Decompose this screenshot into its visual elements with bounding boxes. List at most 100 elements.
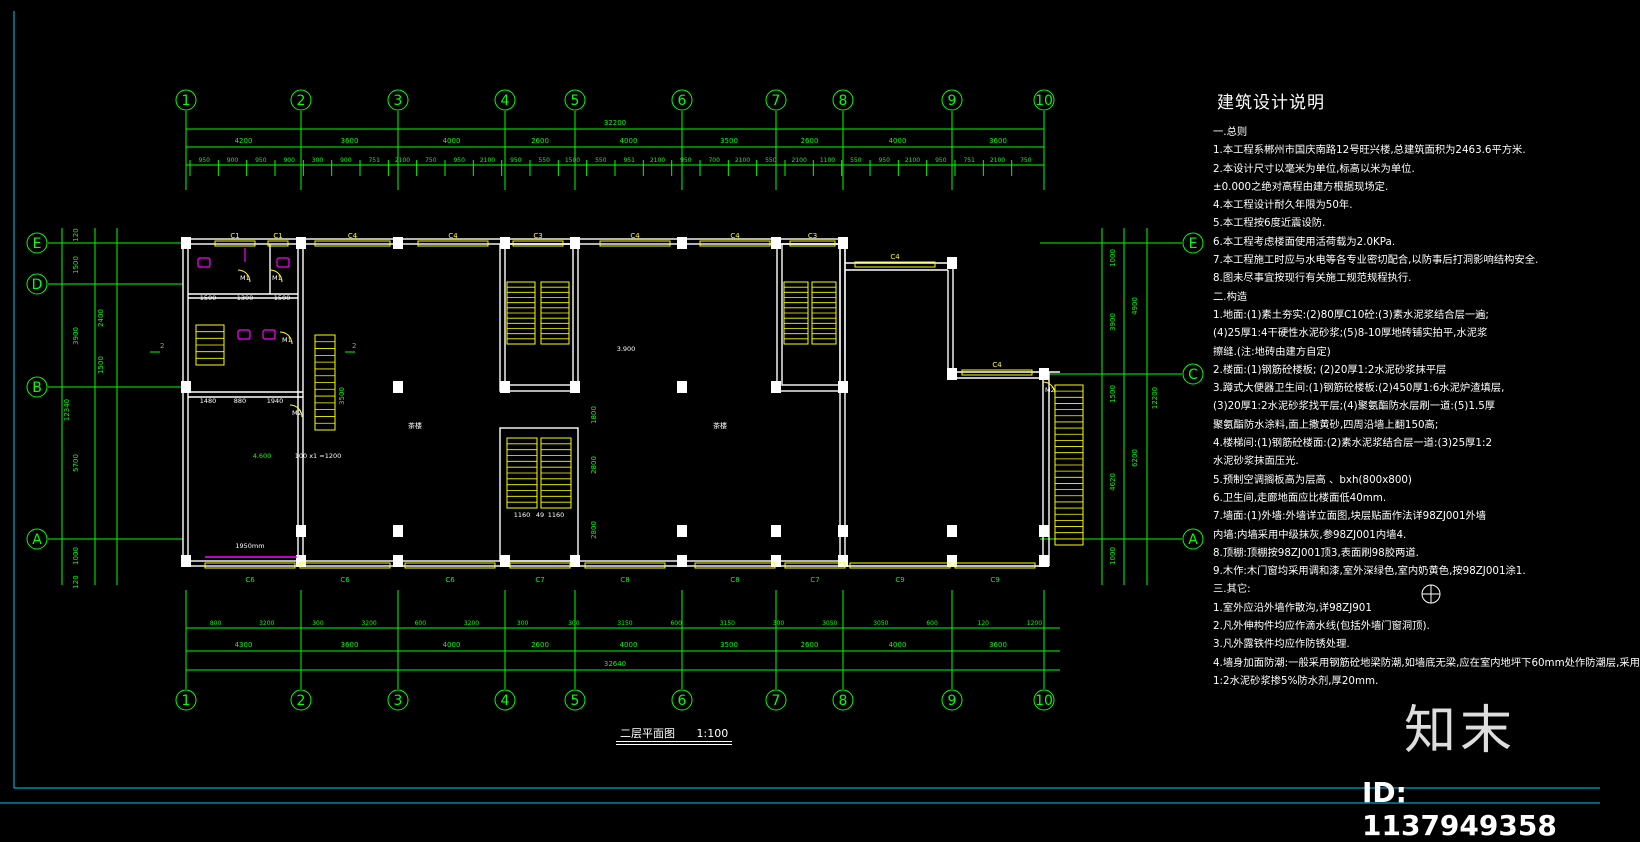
structural-column (181, 555, 191, 567)
dim-text-detail: 3200 (464, 620, 479, 627)
dim-text-span: 2600 (801, 641, 819, 649)
notes-line: 三.其它: (1213, 583, 1251, 596)
notes-line: 8.图未尽事宜按现行有关施工规范规程执行. (1213, 272, 1412, 285)
dim-text-detail: 600 (415, 620, 427, 627)
window-top (599, 240, 671, 247)
notes-line: 擦缝.(注:地砖由建方自定) (1213, 345, 1331, 358)
notes-line: 4.墙身加面防潮:一般采用钢筋砼地梁防潮,如墙底无梁,应在室内地坪下60mm处作… (1213, 656, 1640, 669)
notes-line: 9.木作:木门窗均采用调和漆,室外深绿色,室内奶黄色,按98ZJ001涂1. (1213, 565, 1526, 578)
axis-label: 5 (571, 693, 580, 709)
elevation-label: 3.900 (617, 345, 636, 353)
axis-bubble (671, 89, 693, 111)
window-bottom (954, 562, 1036, 569)
room-dim: 880 (234, 397, 246, 405)
axis-bubble (564, 689, 586, 711)
axis-bubble (1182, 363, 1204, 385)
axis-bubble (564, 89, 586, 111)
notes-line: 2.凡外伸构件均应作滴水线(包括外墙门窗洞顶). (1213, 620, 1430, 633)
dim-text-span: 4000 (443, 137, 461, 145)
axis-label: 6 (678, 693, 687, 709)
notes-line: 聚氨酯防水涂料,面上撒黄砂,四周沿墙上翻150高; (1213, 418, 1439, 431)
stairwell-wall (499, 243, 579, 392)
window-label: C4 (890, 253, 900, 261)
dim-text-vertical: 1000 (1109, 547, 1117, 565)
structural-column (947, 257, 957, 269)
axis-label: 4 (501, 693, 510, 709)
window-label: C1 (230, 232, 239, 240)
dim-text-detail: 550 (538, 157, 550, 164)
notes-line: 6.本工程考虑楼面使用活荷载为2.0KPa. (1213, 235, 1396, 248)
window-label: C9 (990, 576, 999, 584)
window-top (214, 240, 256, 247)
notes-line: 1.室外应沿外墙作散沟,详98ZJ901 (1213, 601, 1372, 614)
dim-text-detail: 951 (623, 157, 635, 164)
structural-column (393, 525, 403, 537)
axis-bubble (671, 689, 693, 711)
dim-text-span: 2600 (531, 641, 549, 649)
axis-bubble (26, 376, 48, 398)
structural-column (677, 381, 687, 393)
dim-text-vertical: 1000 (72, 547, 80, 565)
stair-dim: 2800 (590, 521, 598, 539)
structural-column (500, 237, 510, 249)
watermark-id: ID: 1137949358 (1362, 776, 1557, 842)
stair-dim: 2800 (590, 456, 598, 474)
axis-bubble (26, 273, 48, 295)
structural-column (1039, 555, 1049, 567)
notes-line: 内墙:内墙采用中级抹灰,参98ZJ001内墙4. (1213, 528, 1407, 541)
dim-text-detail: 550 (765, 157, 777, 164)
wall-layer (181, 237, 1060, 567)
axis-bubble (494, 89, 516, 111)
structural-column (500, 381, 510, 393)
structural-column (181, 381, 191, 393)
title-underline (616, 741, 732, 742)
window-label: C6 (340, 576, 350, 584)
window-label: C3 (533, 232, 542, 240)
dim-text-detail: 3150 (617, 620, 632, 627)
dim-text-detail: 2100 (735, 157, 750, 164)
window-top (417, 240, 489, 247)
notes-line: 1:2水泥砂浆掺5%防水剂,厚20mm. (1213, 674, 1379, 687)
axis-label: 3 (394, 93, 403, 109)
dim-text-detail: 120 (978, 620, 990, 627)
structural-column (771, 525, 781, 537)
window-bottom (584, 562, 666, 569)
structural-column (570, 555, 580, 567)
structural-column (771, 237, 781, 249)
dim-text-vertical: 3900 (72, 327, 80, 345)
section-label: 2 (160, 342, 164, 350)
axis-label: 10 (1035, 93, 1053, 109)
axis-bubble (765, 89, 787, 111)
axis-label: 3 (394, 693, 403, 709)
room-label: 茶楼 (408, 421, 422, 430)
axis-label: 1 (182, 93, 191, 109)
axis-label: 1 (182, 693, 191, 709)
window-label: C9 (895, 576, 904, 584)
axis-bubble (494, 689, 516, 711)
room-dim: 1500 (200, 294, 217, 302)
axis-bubble (387, 689, 409, 711)
dim-text-span: 2600 (801, 137, 819, 145)
notes-line: 2.本设计尺寸以毫米为单位,标高以米为单位. (1213, 162, 1415, 175)
structural-column (1039, 368, 1049, 380)
dim-text-detail: 2100 (990, 157, 1005, 164)
door-label: M1 (272, 274, 282, 282)
notes-line: 6.卫生间,走廊地面应比楼面低40mm. (1213, 491, 1387, 504)
dim-text-detail: 550 (850, 157, 862, 164)
dim-text-vertical: 1500 (97, 356, 105, 374)
structural-column (500, 555, 510, 567)
notes-line: 4.本工程设计耐久年限为50年. (1213, 199, 1353, 212)
window-label: C4 (730, 232, 740, 240)
axis-label: C (1188, 367, 1198, 383)
dim-text-detail: 300 (568, 620, 580, 627)
dim-text-vertical: 3900 (1109, 313, 1117, 331)
stair-note: 100 x1 =1200 (295, 452, 342, 460)
dim-text-detail: 751 (368, 157, 380, 164)
dim-text-detail: 300 (312, 157, 324, 164)
axis-bubble (832, 689, 854, 711)
structural-column (570, 381, 580, 393)
window-bottom (204, 562, 296, 569)
